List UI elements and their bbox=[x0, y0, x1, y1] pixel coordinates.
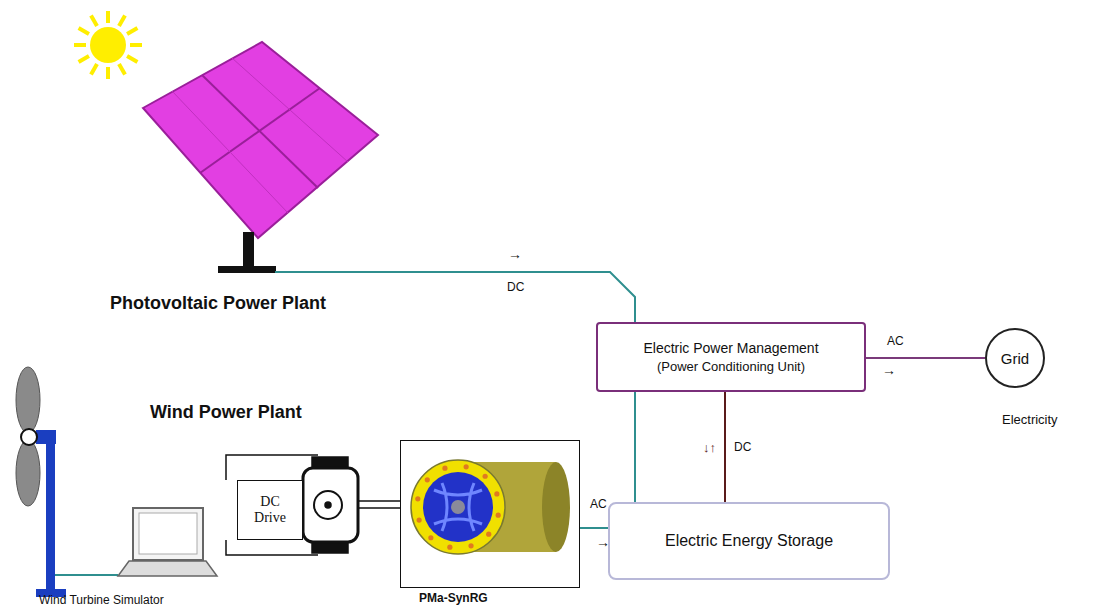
storage-box: Electric Energy Storage bbox=[608, 502, 890, 580]
flow-arrow: → bbox=[508, 246, 522, 262]
connector-line bbox=[724, 392, 726, 502]
node-text: DC Drive bbox=[245, 494, 295, 526]
node-caption: PMa-SynRG bbox=[419, 591, 488, 605]
connector-line bbox=[866, 357, 985, 359]
node-text: Electric Power Management bbox=[643, 340, 818, 356]
edge-label: DC bbox=[734, 440, 751, 454]
flow-arrow: → bbox=[882, 362, 896, 378]
edge-label: AC bbox=[590, 497, 607, 511]
edge-label: AC bbox=[887, 334, 904, 348]
node-caption: Electricity bbox=[1002, 412, 1058, 427]
dc-drive-box: DC Drive bbox=[237, 480, 303, 540]
simulator-node: Wind Turbine Simulator bbox=[117, 505, 217, 583]
solar-panel bbox=[143, 42, 378, 273]
section-title: Wind Power Plant bbox=[150, 402, 302, 423]
node-caption: Photovoltaic Power Plant bbox=[110, 293, 326, 314]
wind-turbine bbox=[16, 367, 118, 597]
edge-label: DC bbox=[507, 280, 524, 294]
dc-motor bbox=[226, 455, 400, 555]
laptop-icon bbox=[118, 508, 217, 576]
power-management-box: Electric Power Management (Power Conditio… bbox=[596, 322, 866, 392]
node-text: Grid bbox=[1001, 350, 1029, 367]
node-text: (Power Conditioning Unit) bbox=[657, 359, 805, 374]
node-caption: Wind Turbine Simulator bbox=[39, 593, 164, 607]
sun-icon bbox=[74, 11, 142, 79]
flow-arrow: ↓↑ bbox=[703, 440, 716, 455]
pv-plant: Photovoltaic Power Plant bbox=[140, 40, 275, 275]
flow-arrow: → bbox=[596, 534, 610, 550]
node-text: Electric Energy Storage bbox=[665, 532, 833, 550]
grid-circle: GridElectricity bbox=[985, 328, 1045, 388]
generator-box: PMa-SynRG bbox=[400, 440, 580, 588]
connector-line bbox=[275, 272, 635, 322]
generator-image bbox=[411, 460, 570, 554]
